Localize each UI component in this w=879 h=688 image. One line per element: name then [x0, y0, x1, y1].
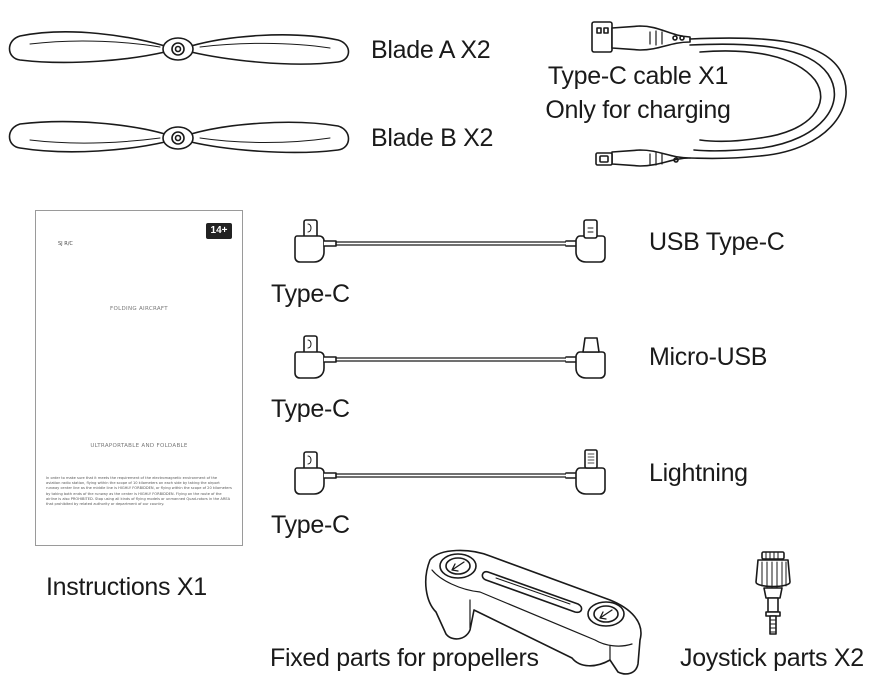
- cable2-right-label: Micro-USB: [649, 343, 768, 371]
- instruction-manual: SJ R/C 14+ FOLDING AIRCRAFT ULTRAPORTABL…: [35, 210, 243, 546]
- cable3-left-label: Type-C: [271, 511, 350, 539]
- fixed-parts-label: Fixed parts for propellers: [270, 644, 539, 672]
- cable1-left-label: Type-C: [271, 280, 350, 308]
- blade-b-propeller-icon: [8, 120, 350, 154]
- type-c-charging-cable-icon: [591, 21, 847, 167]
- blade-b-label: Blade B X2: [371, 124, 494, 152]
- cable-type-c-to-usb-type-c-icon: [294, 219, 606, 263]
- joystick-parts-label: Joystick parts X2: [680, 644, 864, 672]
- joystick-stick-icon: [755, 551, 791, 635]
- manual-brand: SJ R/C: [58, 241, 73, 247]
- manual-subtitle-bottom: ULTRAPORTABLE AND FOLDABLE: [90, 443, 188, 449]
- cable3-right-label: Lightning: [649, 459, 748, 487]
- blade-a-label: Blade A X2: [371, 36, 491, 64]
- cable2-left-label: Type-C: [271, 395, 350, 423]
- age-rating-badge: 14+: [206, 223, 232, 239]
- charging-cable-label-line2: Only for charging: [545, 96, 731, 124]
- manual-paragraph: In order to make sure that it meets the …: [46, 476, 232, 507]
- manual-subtitle-top: FOLDING AIRCRAFT: [110, 306, 168, 312]
- cable1-right-label: USB Type-C: [649, 228, 785, 256]
- cable-type-c-to-micro-usb-icon: [294, 335, 606, 379]
- cable-type-c-to-lightning-icon: [294, 449, 606, 495]
- instructions-label: Instructions X1: [46, 573, 207, 601]
- blade-a-propeller-icon: [8, 31, 350, 65]
- propeller-fixing-bracket-icon: [424, 549, 642, 675]
- charging-cable-label-line1: Type-C cable X1: [547, 62, 729, 90]
